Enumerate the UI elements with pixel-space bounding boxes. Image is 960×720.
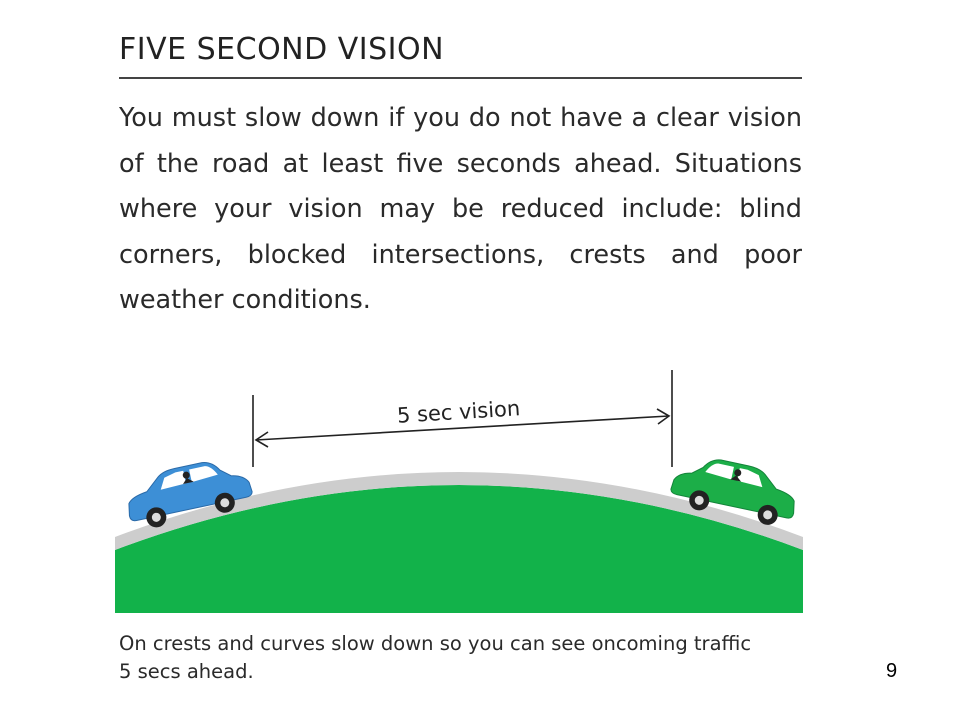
page-number: 9	[886, 660, 898, 682]
body-paragraph: You must slow down if you do not have a …	[119, 103, 802, 315]
blue-car-icon	[128, 462, 253, 528]
double-arrow-icon	[254, 408, 671, 448]
green-car-icon	[670, 459, 795, 525]
title-divider	[119, 77, 802, 79]
grass-hill	[115, 485, 803, 613]
crest-vision-diagram: 5 sec vision	[115, 370, 803, 613]
road-crest	[115, 472, 803, 550]
page-title: FIVE SECOND VISION	[119, 32, 445, 67]
distance-label: 5 sec vision	[396, 396, 521, 427]
diagram-caption: On crests and curves slow down so you ca…	[119, 632, 752, 683]
